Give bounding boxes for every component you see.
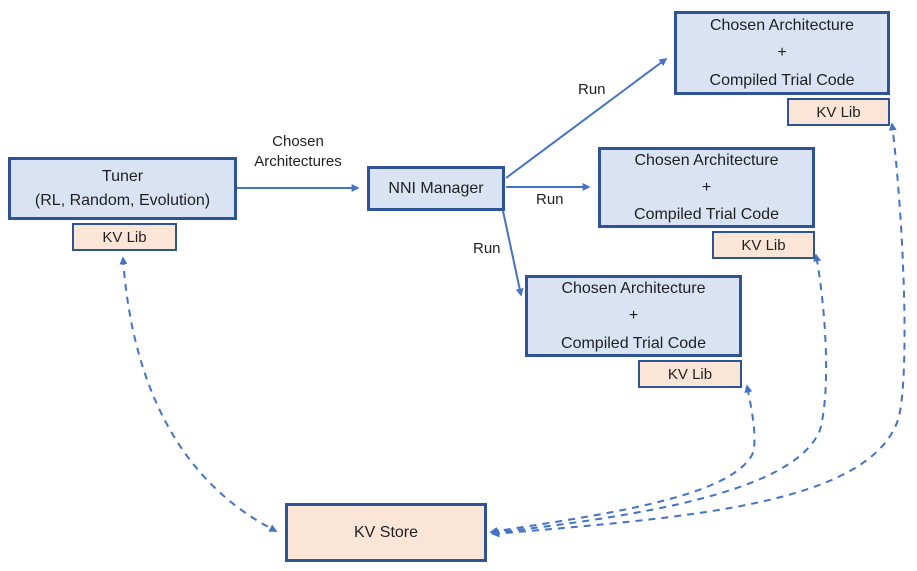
node-kv-store: KV Store [285, 503, 487, 562]
label-chosen-architectures: Chosen Architectures [254, 133, 342, 171]
label-run-bottom: Run [473, 240, 501, 257]
node-trial-3: Chosen Architecture + Compiled Trial Cod… [525, 275, 742, 357]
edge-nni-to-trial-3 [502, 210, 524, 297]
node-trial-2-kv-lib: KV Lib [712, 231, 815, 259]
edge-tuner-kvlib-to-kvstore [119, 256, 278, 532]
node-trial-1: Chosen Architecture + Compiled Trial Cod… [674, 11, 890, 95]
edge-kvstore-to-trial-1-kvlib [491, 122, 906, 538]
node-trial-1-kv-lib: KV Lib [787, 98, 890, 126]
node-nni-manager: NNI Manager [367, 166, 505, 211]
node-trial-2: Chosen Architecture + Compiled Trial Cod… [598, 147, 815, 228]
label-run-top: Run [578, 81, 606, 98]
node-tuner-kv-lib: KV Lib [72, 223, 177, 251]
label-run-middle: Run [536, 191, 564, 208]
node-tuner: Tuner (RL, Random, Evolution) [8, 157, 237, 220]
node-trial-3-kv-lib: KV Lib [638, 360, 742, 388]
